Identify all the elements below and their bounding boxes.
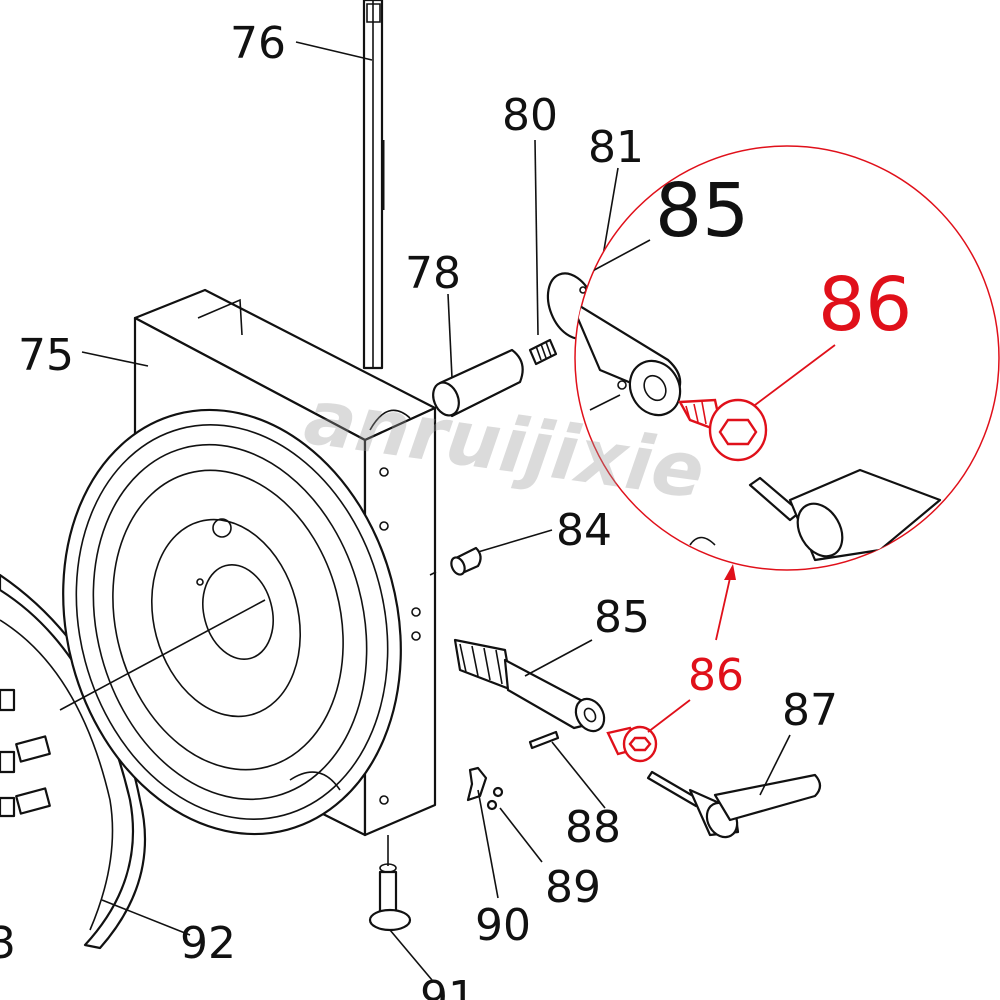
label-76: 76 [230, 18, 286, 69]
label-81: 81 [588, 122, 644, 173]
part-88-pin [528, 730, 560, 750]
leader-lines [81, 41, 791, 981]
label-86: 86 [688, 650, 744, 701]
zoom-label-85: 85 [655, 168, 749, 254]
part-85-pinion-shaft [453, 638, 606, 733]
part-78-plunger [432, 348, 524, 418]
label-88: 88 [565, 802, 621, 853]
zoom-callout: 85 86 [574, 145, 1000, 571]
label-84: 84 [556, 505, 612, 556]
part-89-screw [486, 786, 504, 811]
part-91-bolt [368, 863, 412, 932]
label-87: 87 [782, 685, 838, 736]
label-78: 78 [405, 248, 461, 299]
part-90-pointer [466, 766, 488, 802]
label-91: 91 [420, 972, 476, 1000]
label-93-partial: 3 [0, 918, 16, 969]
part-76-rod [362, 0, 385, 370]
part-87-clamp-lever [646, 770, 822, 839]
label-92: 92 [180, 918, 236, 969]
label-80: 80 [502, 90, 558, 141]
zoom-part-86-cap-screw [678, 398, 768, 462]
part-86-cap-screw [606, 725, 658, 763]
part-labels: 76 80 81 78 75 84 85 86 87 88 89 90 92 9… [0, 18, 838, 1000]
part-84-pin [450, 546, 482, 576]
label-75: 75 [18, 330, 74, 381]
label-90: 90 [475, 900, 531, 951]
zoom-label-86: 86 [818, 262, 912, 348]
studs [0, 688, 51, 818]
part-80-spring [528, 338, 558, 366]
label-85: 85 [594, 592, 650, 643]
callout-arrow [715, 564, 736, 641]
label-89: 89 [545, 862, 601, 913]
rotary-disk [59, 408, 402, 836]
